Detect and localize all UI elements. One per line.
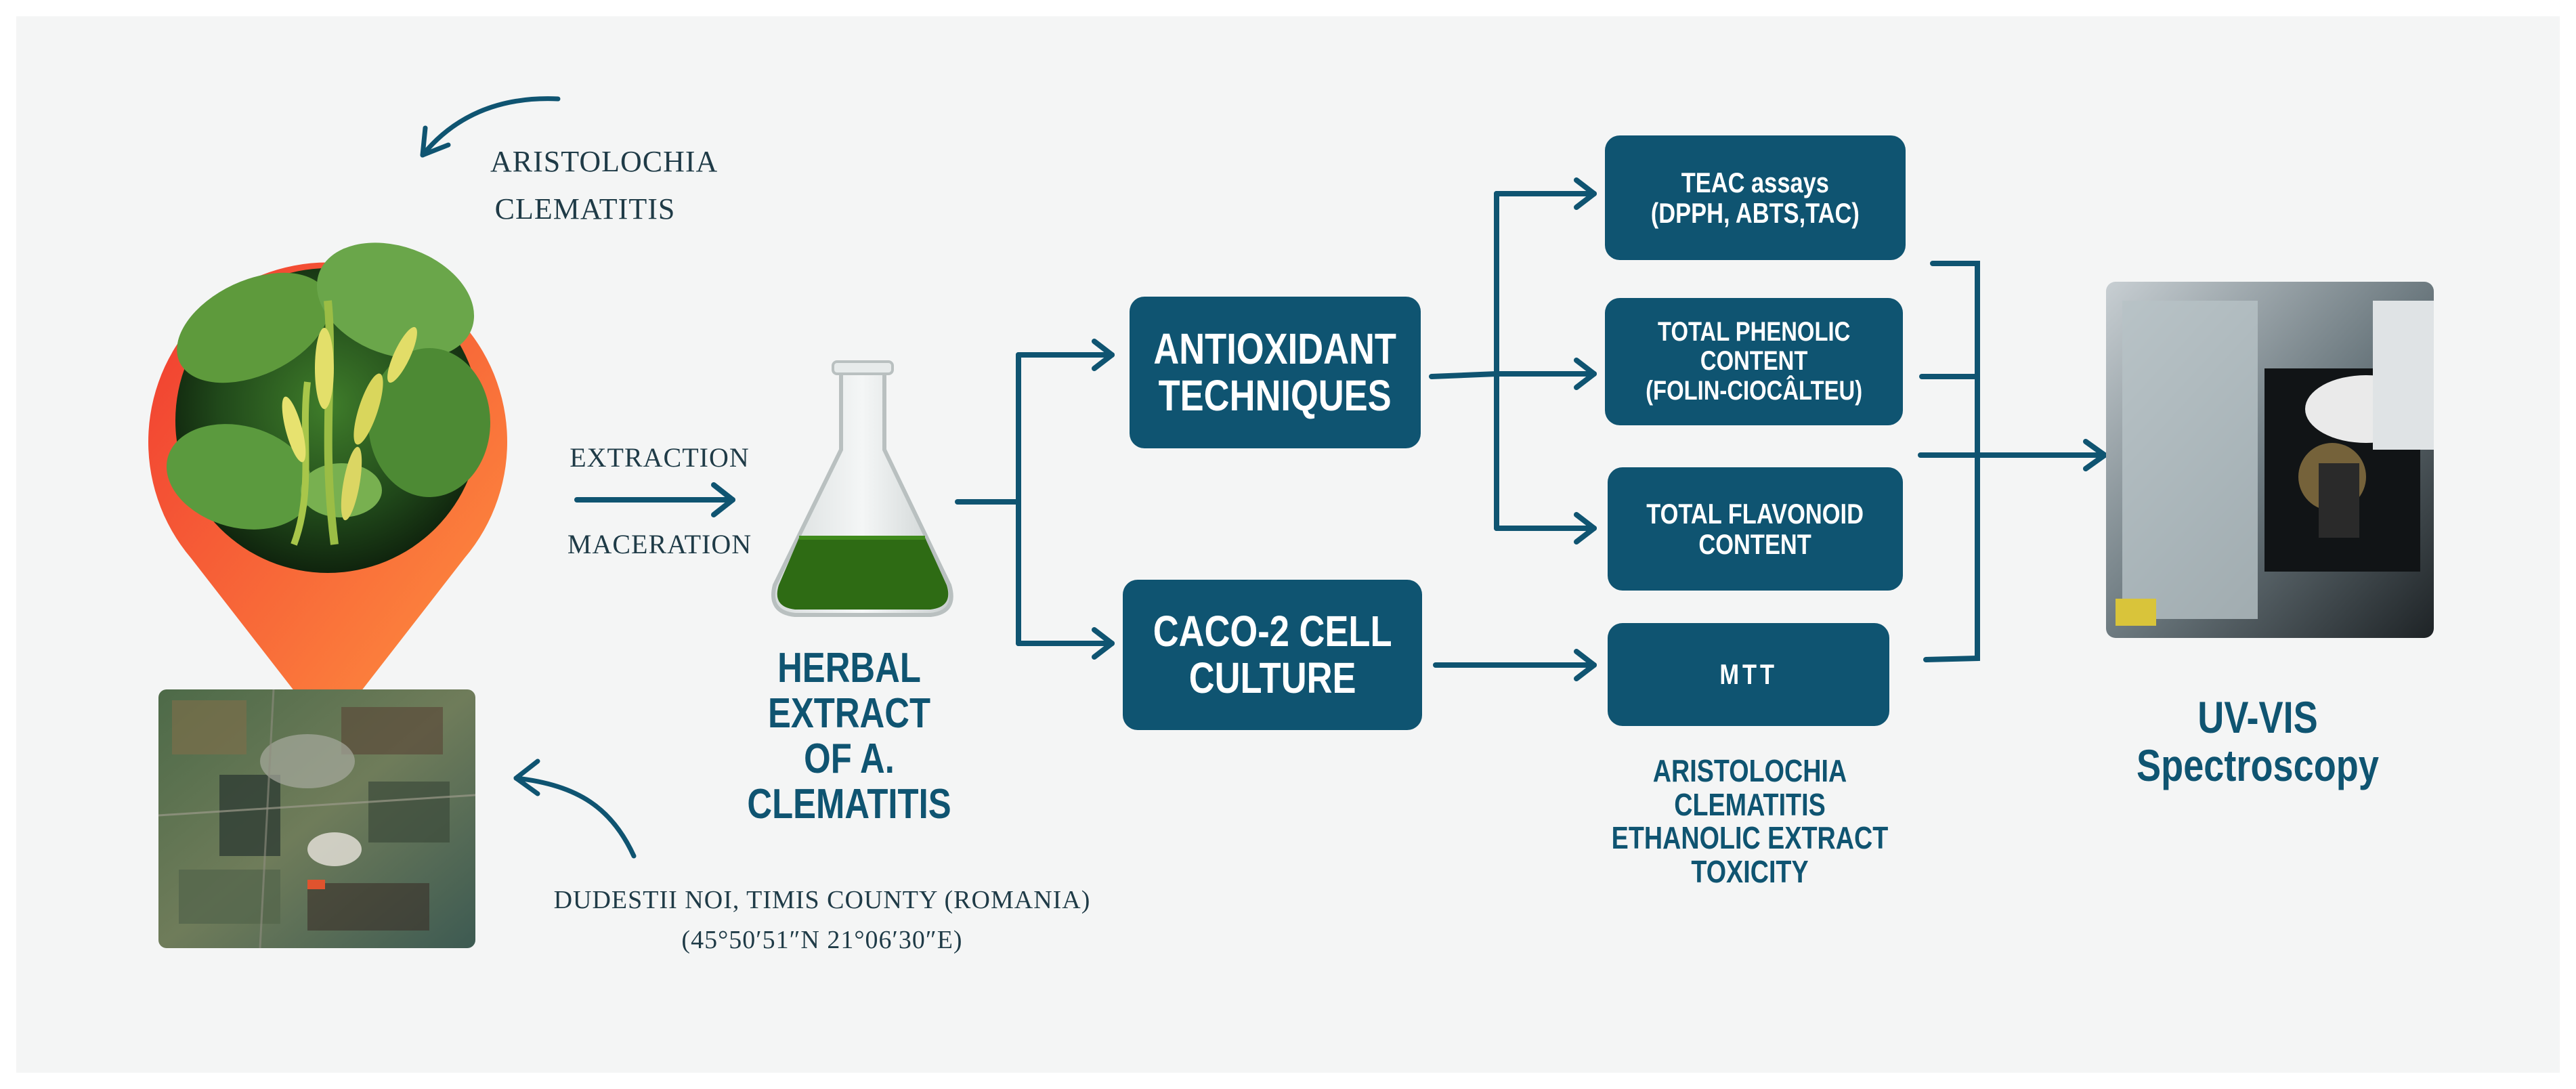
location-line2: (45°50′51″N 21°06′30″E) bbox=[681, 925, 963, 954]
caco2-culture-box: CACO-2 CELL CULTURE bbox=[1123, 580, 1422, 730]
flavonoid-line1: TOTAL FLAVONOID bbox=[1646, 497, 1864, 530]
merge-connector bbox=[1918, 261, 2107, 662]
plant-name-label: ARISTOLOCHIA CLEMATITIS bbox=[490, 138, 718, 234]
location-label: DUDESTII NOI, TIMIS COUNTY (ROMANIA) (45… bbox=[531, 880, 1113, 960]
phenolic-line3: (FOLIN-CIOCÂLTEU) bbox=[1645, 375, 1863, 406]
uvvis-label: UV-VIS Spectroscopy bbox=[2137, 692, 2379, 791]
plant-name-line2: CLEMATITIS bbox=[494, 192, 676, 226]
phenolic-line1: TOTAL PHENOLIC bbox=[1657, 317, 1851, 347]
maceration-label: MACERATION bbox=[567, 529, 752, 559]
antioxidant-techniques-box: ANTIOXIDANT TECHNIQUES bbox=[1130, 297, 1421, 448]
extraction-arrow bbox=[574, 482, 735, 517]
total-phenolic-box: TOTAL PHENOLIC CONTENT (FOLIN-CIOCÂLTEU) bbox=[1605, 298, 1903, 425]
phenolic-line2: CONTENT bbox=[1700, 346, 1808, 377]
uvvis-heading: UV-VIS Spectroscopy bbox=[2055, 693, 2461, 790]
curved-arrow-map bbox=[513, 759, 637, 859]
teac-assays-box: TEAC assays (DPPH, ABTS,TAC) bbox=[1605, 135, 1906, 260]
caco2-line1: CACO-2 CELL bbox=[1153, 606, 1392, 656]
plant-leaves bbox=[166, 242, 490, 546]
total-flavonoid-box: TOTAL FLAVONOID CONTENT bbox=[1608, 467, 1903, 591]
teac-line1: TEAC assays bbox=[1681, 166, 1830, 198]
toxicity-line1: ARISTOLOCHIA CLEMATITIS bbox=[1652, 753, 1847, 822]
flavonoid-line2: CONTENT bbox=[1698, 528, 1812, 560]
mtt-label: MTT bbox=[1719, 658, 1778, 691]
antioxidant-line1: ANTIOXIDANT bbox=[1153, 324, 1397, 373]
herbal-extract-heading: HERBAL EXTRACT OF A. CLEMATITIS bbox=[700, 645, 998, 828]
diagram-canvas: ARISTOLOCHIA CLEMATITIS EXTRACTION MACER… bbox=[16, 16, 2560, 1073]
herbal-extract-line1: HERBAL EXTRACT bbox=[767, 645, 931, 737]
mtt-box: MTT bbox=[1608, 623, 1889, 726]
split-connector-2 bbox=[1429, 177, 1597, 544]
extraction-label: EXTRACTION bbox=[570, 442, 750, 473]
toxicity-line2: ETHANOLIC EXTRACT TOXICITY bbox=[1611, 820, 1889, 890]
location-pin bbox=[148, 242, 507, 734]
curved-arrow-plant bbox=[420, 96, 561, 158]
split-connector-1 bbox=[955, 339, 1115, 660]
flask-icon bbox=[771, 360, 953, 617]
toxicity-heading: ARISTOLOCHIA CLEMATITIS ETHANOLIC EXTRAC… bbox=[1560, 754, 1939, 889]
caco2-to-mtt-arrow bbox=[1433, 649, 1597, 681]
plant-name-line1: ARISTOLOCHIA bbox=[490, 145, 718, 178]
caco2-line2: CULTURE bbox=[1188, 654, 1356, 702]
satellite-map bbox=[158, 689, 476, 949]
herbal-extract-line2: OF A. CLEMATITIS bbox=[747, 735, 951, 828]
location-line1: DUDESTII NOI, TIMIS COUNTY (ROMANIA) bbox=[553, 886, 1091, 914]
connector-layer bbox=[148, 96, 2434, 949]
antioxidant-line2: TECHNIQUES bbox=[1158, 371, 1392, 420]
spectrophotometer-photo bbox=[2106, 282, 2434, 638]
teac-line2: (DPPH, ABTS,TAC) bbox=[1650, 197, 1860, 229]
